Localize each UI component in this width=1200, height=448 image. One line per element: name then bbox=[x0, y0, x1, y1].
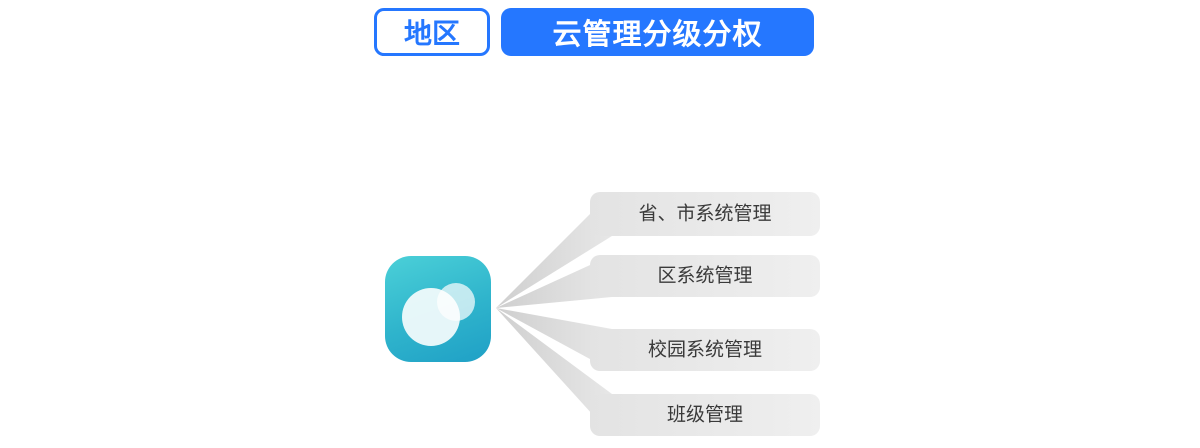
level-label-1: 省、市系统管理 bbox=[638, 203, 771, 225]
title-badge-label: 云管理分级分权 bbox=[552, 19, 763, 51]
level-bar-4 bbox=[590, 394, 820, 436]
connector-wedge-2 bbox=[496, 255, 612, 308]
level-bar-2 bbox=[590, 255, 820, 297]
level-row: 班级管理 bbox=[590, 394, 820, 436]
connector-wedge-4 bbox=[496, 308, 612, 436]
level-row: 区系统管理 bbox=[590, 255, 820, 297]
connector-wedge-1 bbox=[496, 192, 612, 308]
level-label-3: 校园系统管理 bbox=[648, 339, 762, 361]
level-label-2: 区系统管理 bbox=[657, 265, 752, 287]
level-row: 校园系统管理 bbox=[590, 329, 820, 371]
level-row: 省、市系统管理 bbox=[590, 192, 820, 236]
region-badge-label: 地区 bbox=[403, 18, 460, 49]
cloud-small-circle bbox=[437, 283, 475, 321]
cloud-icon bbox=[402, 283, 475, 346]
title-badge: 云管理分级分权 bbox=[501, 8, 814, 56]
region-badge: 地区 bbox=[374, 8, 490, 56]
level-label-4: 班级管理 bbox=[667, 404, 743, 426]
level-bar-1 bbox=[590, 192, 820, 236]
level-bar-3 bbox=[590, 329, 820, 371]
cloud-app-icon bbox=[385, 256, 491, 362]
connector-wedge-3 bbox=[496, 308, 612, 371]
